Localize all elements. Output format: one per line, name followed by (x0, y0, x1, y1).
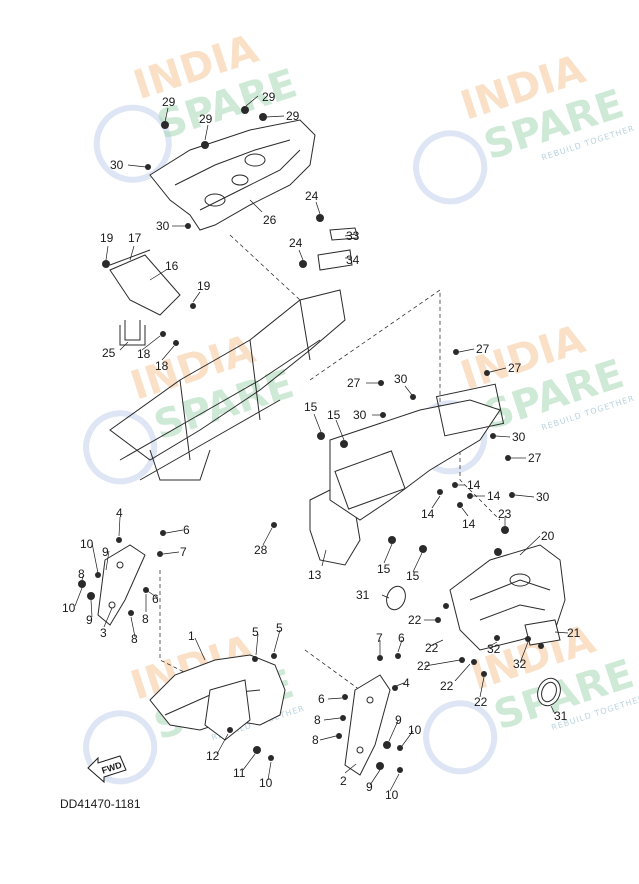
callout-14-b: 14 (487, 489, 501, 503)
callout-6-c: 6 (398, 631, 405, 645)
watermark-top-right: INDIA SPARE REBUILD TOGETHER (413, 46, 636, 205)
callout-30-b: 30 (156, 219, 170, 233)
callout-10-c: 10 (408, 723, 422, 737)
callout-5-b: 5 (276, 621, 283, 635)
callout-16: 16 (165, 259, 179, 273)
callout-31-b: 31 (554, 709, 568, 723)
callout-32-b: 32 (513, 657, 527, 671)
callout-29-b: 29 (199, 112, 213, 126)
callout-14-a: 14 (467, 478, 481, 492)
callout-30-e: 30 (512, 430, 526, 444)
callout-6-a: 6 (183, 523, 190, 537)
callout-1: 1 (188, 629, 195, 643)
callout-7-a: 7 (180, 545, 187, 559)
callout-30-a: 30 (110, 158, 124, 172)
callout-22-e: 22 (474, 695, 488, 709)
bracket-33 (317, 227, 359, 271)
callout-32-a: 32 (487, 642, 501, 656)
callout-31-a: 31 (356, 588, 370, 602)
callout-22-d: 22 (440, 679, 454, 693)
callout-15-d: 15 (406, 569, 420, 583)
callout-34: 34 (346, 253, 360, 267)
callout-9-a: 9 (102, 545, 109, 559)
callout-2: 2 (340, 774, 347, 788)
callout-5-a: 5 (252, 625, 259, 639)
fasteners (78, 106, 544, 773)
callout-10-a: 10 (80, 537, 94, 551)
callout-22-c: 22 (417, 659, 431, 673)
callout-22-a: 22 (408, 613, 422, 627)
callout-10-d: 10 (385, 788, 399, 802)
tail-cover-26 (149, 119, 316, 231)
callout-33: 33 (346, 229, 360, 243)
diagram-code: DD41470-1181 (60, 797, 141, 811)
callout-labels: 29 29 29 29 30 30 26 19 17 16 19 25 18 1… (62, 90, 581, 802)
callout-8-e: 8 (312, 733, 319, 747)
callout-24-a: 24 (305, 189, 319, 203)
callout-4-a: 4 (116, 506, 123, 520)
clamp-25 (119, 320, 146, 346)
callout-13: 13 (308, 568, 322, 582)
callout-24-b: 24 (289, 236, 303, 250)
callout-17: 17 (128, 231, 142, 245)
callout-6-b: 6 (152, 592, 159, 606)
callout-4-b: 4 (403, 676, 410, 690)
callout-27-c: 27 (347, 376, 361, 390)
callout-30-c: 30 (394, 372, 408, 386)
bracket-21 (524, 619, 561, 646)
callout-21: 21 (567, 626, 581, 640)
fwd-arrow-icon: FWD (87, 755, 127, 784)
callout-29-a: 29 (162, 95, 176, 109)
callout-29-d: 29 (286, 109, 300, 123)
bracket-16 (109, 249, 181, 316)
callout-29-c: 29 (262, 90, 276, 104)
callout-12: 12 (206, 749, 220, 763)
callout-9-b: 9 (86, 613, 93, 627)
callout-9-d: 9 (366, 780, 373, 794)
callout-18-a: 18 (137, 347, 151, 361)
callout-30-d: 30 (353, 408, 367, 422)
callout-7-b: 7 (376, 631, 383, 645)
callout-10-b: 10 (62, 601, 76, 615)
callout-26: 26 (263, 213, 277, 227)
callout-10-e: 10 (259, 776, 273, 790)
reflector-31-right (537, 677, 561, 707)
callout-19-a: 19 (100, 231, 114, 245)
callout-30-f: 30 (536, 490, 550, 504)
callout-28: 28 (254, 543, 268, 557)
callout-15-b: 15 (327, 408, 341, 422)
callout-27-a: 27 (476, 342, 490, 356)
callout-25: 25 (102, 346, 116, 360)
callout-8-d: 8 (314, 713, 321, 727)
callout-6-d: 6 (318, 692, 325, 706)
watermark-mid-left: INDIA SPARE (83, 326, 299, 485)
callout-14-c: 14 (462, 517, 476, 531)
callout-23: 23 (498, 507, 512, 521)
rear-subframe (109, 289, 346, 481)
callout-15-c: 15 (377, 562, 391, 576)
leader-lines (74, 95, 569, 792)
callout-19-b: 19 (197, 279, 211, 293)
callout-15-a: 15 (304, 400, 318, 414)
callout-8-c: 8 (142, 612, 149, 626)
rear-fender-13 (309, 383, 505, 566)
callout-22-b: 22 (425, 641, 439, 655)
callout-27-d: 27 (528, 451, 542, 465)
callout-20: 20 (541, 529, 555, 543)
callout-8-b: 8 (131, 632, 138, 646)
callout-11: 11 (233, 766, 246, 780)
callout-27-b: 27 (508, 361, 522, 375)
callout-8-a: 8 (78, 567, 85, 581)
reflector-31-left (386, 585, 406, 611)
front-fender-1 (149, 654, 286, 741)
callout-14-d: 14 (421, 507, 435, 521)
callout-9-c: 9 (395, 713, 402, 727)
callout-18-b: 18 (155, 359, 169, 373)
callout-3: 3 (100, 626, 107, 640)
fender-stay-2 (344, 674, 391, 776)
